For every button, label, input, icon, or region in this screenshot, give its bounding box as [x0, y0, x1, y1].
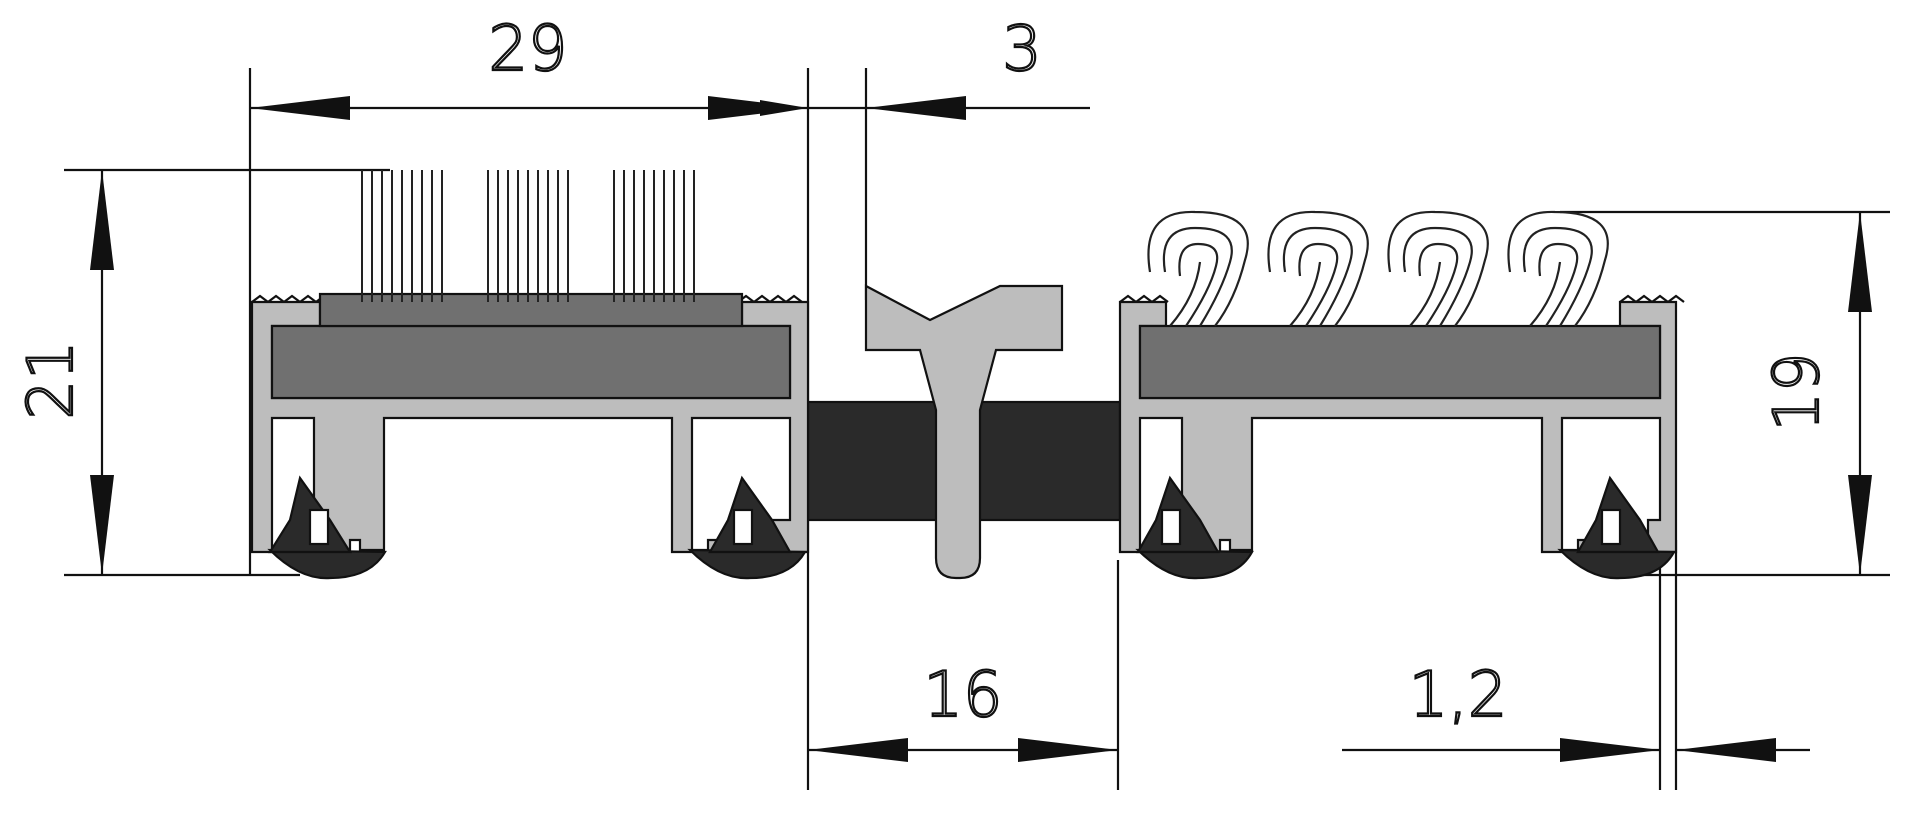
dimension-21: 21 [13, 168, 390, 577]
clip-slot-right-2 [1600, 508, 1622, 546]
insert-right [1138, 324, 1662, 400]
dimension-16: 16 [808, 560, 1120, 790]
loop-1 [1147, 210, 1249, 327]
center-joint [806, 284, 1122, 580]
clip-slot-left-2 [732, 508, 754, 546]
loop-2 [1267, 210, 1369, 327]
loop-pile-right [1147, 210, 1609, 327]
dimension-label-19: 19 [1760, 353, 1833, 432]
dimension-19: 19 [1560, 210, 1890, 577]
insert-left [270, 324, 792, 400]
dimension-label-1-2: 1,2 [1409, 658, 1508, 731]
loop-3 [1387, 210, 1489, 327]
dimension-3: 3 [760, 11, 1090, 300]
rubber-foot-left-2 [687, 548, 807, 580]
dimension-1-2: 1,2 [1342, 540, 1810, 790]
loop-4 [1507, 210, 1609, 327]
rubber-foot-left-1 [267, 548, 387, 580]
dimension-label-16: 16 [924, 658, 1003, 731]
dimension-label-29: 29 [489, 12, 568, 85]
left-profile [250, 170, 810, 580]
clip-slot-left-1 [308, 508, 330, 546]
insert-left-top [318, 292, 744, 328]
right-profile [1118, 210, 1685, 580]
rubber-foot-right-2 [1557, 548, 1676, 580]
dimension-label-3: 3 [1002, 12, 1041, 85]
rubber-foot-right-1 [1135, 548, 1254, 580]
clip-slot-right-1 [1160, 508, 1182, 546]
dimension-29: 29 [248, 11, 810, 790]
brush-group-left [361, 170, 695, 302]
y-connector [864, 284, 1064, 580]
dimension-label-21: 21 [14, 341, 87, 420]
